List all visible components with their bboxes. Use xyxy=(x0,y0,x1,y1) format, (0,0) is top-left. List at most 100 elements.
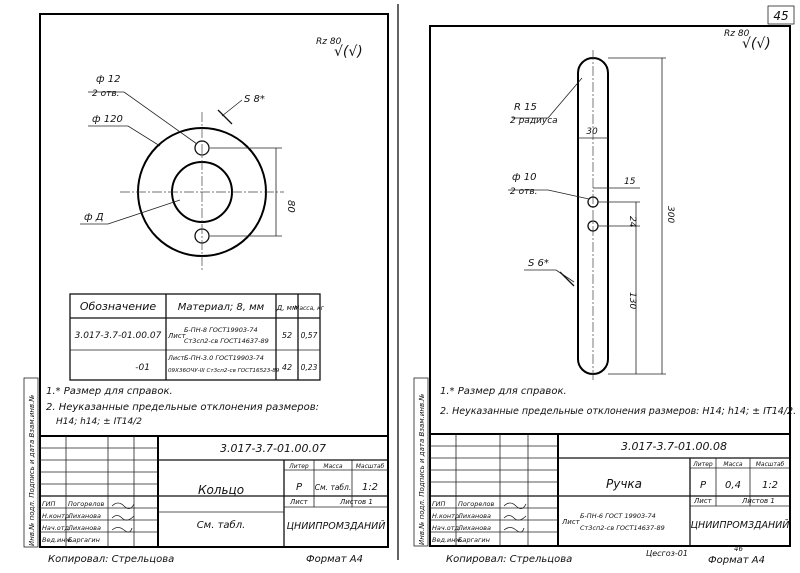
row2-material-prefix: Лист xyxy=(167,354,185,362)
dim-radius-label: R 15 xyxy=(514,102,537,113)
ring-view xyxy=(80,91,284,270)
page-number: 45 xyxy=(773,9,788,23)
row1-material-prefix: Лист xyxy=(167,332,187,340)
right-bottom-num: 46 xyxy=(734,545,743,553)
dim-15-label: 15 xyxy=(624,177,636,187)
left-tb-col-lit: Литер xyxy=(288,463,309,470)
dim-130-label: 130 xyxy=(627,292,637,309)
left-note-1: 1.* Размер для справок. xyxy=(46,386,173,397)
table-header-d: Д, мм xyxy=(276,304,298,312)
left-tb-col-mass: Масса xyxy=(323,463,342,470)
leader-hole xyxy=(547,189,590,200)
right-tb-material-line1: Б-ПН-6 ГОСТ 19903-74 xyxy=(580,512,656,520)
tb-frame xyxy=(39,435,389,548)
left-sheet: Rz 80 √(√) ф 12 2 отв. ф 120 xyxy=(23,4,399,565)
right-tb-material-prefix: Лист xyxy=(561,518,581,526)
left-tb-scale: 1:2 xyxy=(362,482,378,493)
right-tb-role-3: Нач.отд. xyxy=(432,524,461,532)
right-signatures xyxy=(503,502,527,533)
leader-radius xyxy=(547,77,583,119)
left-note-2b: Н14; h14; ± IT14/2 xyxy=(56,417,142,427)
dim-spacing-label: 80 xyxy=(285,200,296,213)
left-tb-sheet: Лист xyxy=(289,498,309,506)
left-roughness-symbol: √(√) xyxy=(334,44,363,60)
right-tb-sheet: Лист xyxy=(693,497,713,505)
leader-hole xyxy=(123,91,198,145)
right-tb-org: ЦНИИПРОМЗДАНИЙ xyxy=(691,519,790,531)
dim-outer-label: ф 120 xyxy=(92,114,123,125)
left-signatures xyxy=(111,502,135,533)
table-header-mass: Масса, кг xyxy=(294,305,325,312)
left-tb-role-2: Н.контр. xyxy=(42,512,71,520)
right-tb-role-2: Н.контр. xyxy=(432,512,461,520)
left-tb-sheets: Листов 1 xyxy=(339,498,373,506)
dim-thickness-label-right: S 6* xyxy=(528,258,549,269)
right-bottom-code: Цесгоз-01 xyxy=(646,549,688,558)
table-frame xyxy=(69,293,321,381)
row1-material-line1: Б-ПН-8 ГОСТ19903-74 xyxy=(184,326,258,334)
left-title-block xyxy=(39,435,389,548)
left-side-stamp-box xyxy=(23,377,39,548)
table-header-material: Материал; 8, мм xyxy=(178,302,265,313)
right-tb-name-1: Погорелов xyxy=(458,500,495,508)
right-tb-sheets: Листов 1 xyxy=(741,497,775,505)
leader-thickness xyxy=(221,99,243,117)
right-title-block xyxy=(429,433,791,547)
right-tb-designation: 3.017-3.7-01.00.08 xyxy=(621,440,727,453)
material-table xyxy=(69,293,321,381)
left-tb-material: См. табл. xyxy=(197,519,246,531)
dim-hole-count-right: 2 отв. xyxy=(510,187,538,197)
left-tb-col-scale: Масштаб xyxy=(356,463,385,470)
left-tb-name: Кольцо xyxy=(198,483,244,497)
tb-frame-right xyxy=(429,433,791,547)
right-sheet: Rz 80 √(√) xyxy=(413,25,796,566)
row2-mass: 0,23 xyxy=(301,363,318,372)
dim-24-label: 24 xyxy=(627,216,637,228)
left-tb-role-4: Вед.инж. xyxy=(42,536,73,544)
dim-radius-note: 2 радиуса xyxy=(510,116,558,126)
right-note-2: 2. Неуказанные предельные отклонения раз… xyxy=(440,406,796,417)
row1-designation: 3.017-3.7-01.00.07 xyxy=(75,331,162,341)
right-roughness-symbol: √(√) xyxy=(742,36,771,52)
dim-inner-label: ф Д xyxy=(84,212,104,223)
thickness-mark xyxy=(559,271,575,287)
right-tb-lit: Р xyxy=(700,480,707,491)
right-format: Формат А4 xyxy=(708,555,765,566)
left-side-stamp: Инв.№ подл. Подпись и дата Взам.инв.№ xyxy=(28,394,36,546)
row1-d: 52 xyxy=(282,331,292,340)
leader-inner xyxy=(107,199,181,225)
left-roughness: Rz 80 xyxy=(316,37,342,47)
right-copied: Копировал: Стрельцова xyxy=(446,554,572,565)
left-copied: Копировал: Стрельцова xyxy=(48,554,174,565)
left-tb-lit: Р xyxy=(296,482,303,493)
handle-view xyxy=(508,50,666,382)
left-tb-name-4: Баргагин xyxy=(68,536,100,544)
right-tb-name: Ручка xyxy=(606,477,642,491)
left-tb-mass: См. табл. xyxy=(315,483,351,492)
right-tb-mass: 0,4 xyxy=(725,480,741,491)
row1-material-line2: Ст3сп2-св ГОСТ14637-89 xyxy=(184,337,269,345)
dim-thickness-label: S 8* xyxy=(244,94,265,105)
left-tb-org: ЦНИИПРОМЗДАНИЙ xyxy=(287,520,386,532)
right-note-1: 1.* Размер для справок. xyxy=(440,386,567,397)
row2-d: 42 xyxy=(282,363,292,372)
left-note-2: 2. Неуказанные предельные отклонения раз… xyxy=(46,402,319,413)
leader-outer xyxy=(127,125,161,147)
right-tb-name-2: Лиханова xyxy=(457,512,491,520)
left-tb-name-1: Погорелов xyxy=(68,500,105,508)
dim-300-label: 300 xyxy=(665,206,675,223)
right-roughness: Rz 80 xyxy=(724,29,750,39)
right-side-stamp-box xyxy=(413,377,429,547)
right-tb-role-4: Вед.инж. xyxy=(432,536,463,544)
leader-thickness xyxy=(555,269,575,283)
left-format: Формат А4 xyxy=(306,554,363,565)
left-tb-designation: 3.017-3.7-01.00.07 xyxy=(220,442,326,455)
row2-material-line2: 09Х36ОЧУ-III Ст3сп2-св ГОСТ16523-89 xyxy=(168,368,280,374)
row1-mass: 0,57 xyxy=(301,331,318,340)
right-tb-name-4: Баргагин xyxy=(458,536,490,544)
left-tb-role-1: ГИП xyxy=(42,500,55,508)
row2-designation: -01 xyxy=(135,363,150,373)
page-number-box xyxy=(767,5,795,25)
